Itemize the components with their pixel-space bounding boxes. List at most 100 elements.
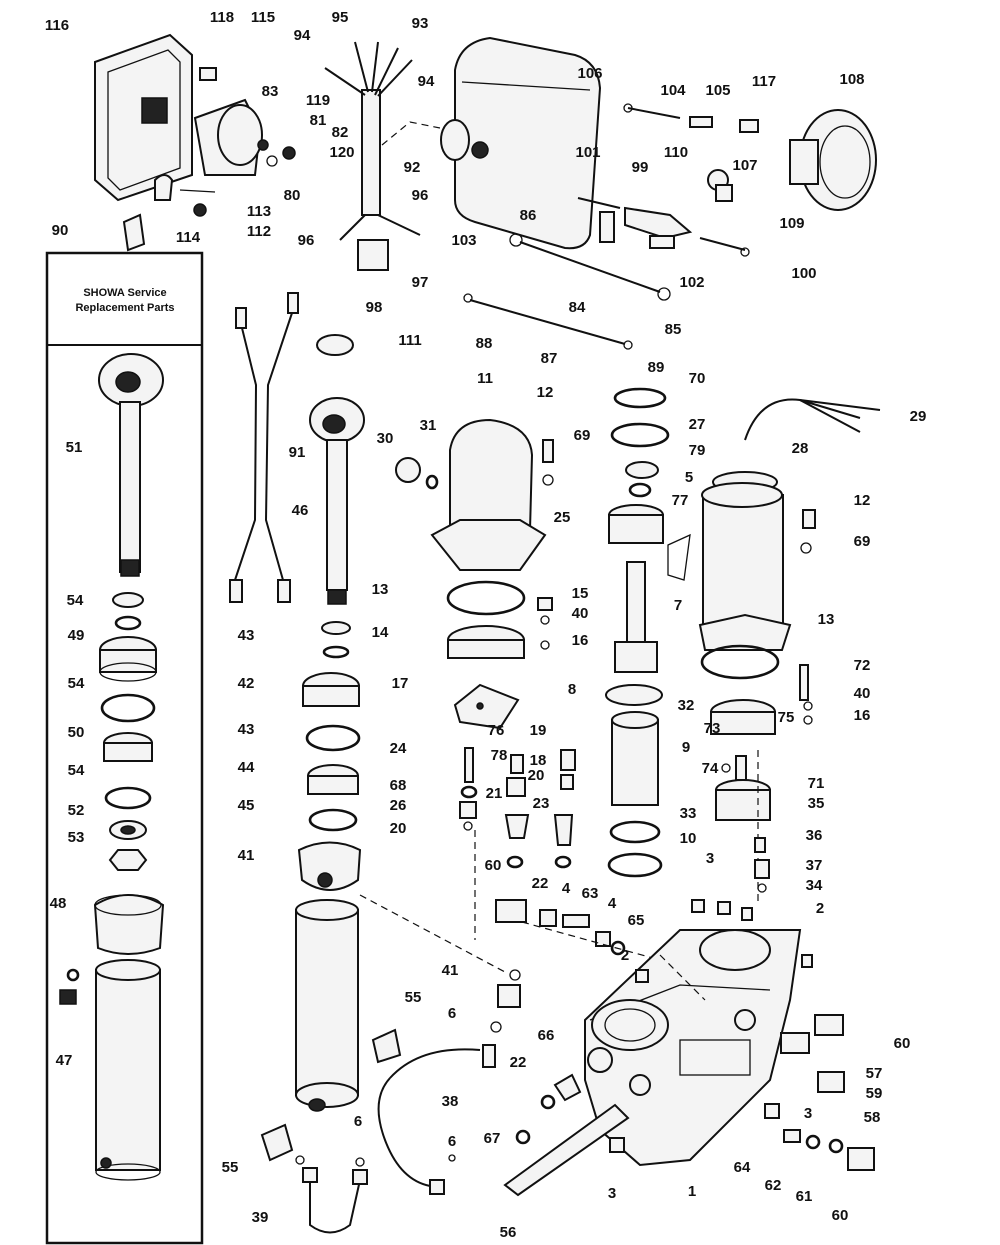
callout-47: 47 [56, 1052, 73, 1069]
callout-56: 56 [500, 1224, 517, 1241]
callout-64: 64 [734, 1159, 751, 1176]
callout-55: 55 [222, 1159, 239, 1176]
callout-7: 7 [674, 597, 682, 614]
callout-19: 19 [530, 722, 547, 739]
callout-5: 5 [685, 469, 693, 486]
cable-and-rod [229, 292, 506, 1112]
trim-cylinder-stack [605, 387, 691, 878]
callout-94: 94 [294, 27, 311, 44]
callout-60: 60 [894, 1035, 911, 1052]
callout-65: 65 [628, 912, 645, 929]
callout-38: 38 [442, 1093, 459, 1110]
callout-54: 54 [68, 762, 85, 779]
callout-102: 102 [679, 274, 704, 291]
callout-69: 69 [574, 427, 591, 444]
callout-52: 52 [68, 802, 85, 819]
callout-21: 21 [486, 785, 503, 802]
callout-25: 25 [554, 509, 571, 526]
callout-59: 59 [866, 1085, 883, 1102]
callout-31: 31 [420, 417, 437, 434]
callout-15: 15 [572, 585, 589, 602]
callout-29: 29 [910, 408, 927, 425]
callout-83: 83 [262, 83, 279, 100]
callout-109: 109 [779, 215, 804, 232]
callout-43: 43 [238, 627, 255, 644]
callout-10: 10 [680, 830, 697, 847]
callout-104: 104 [660, 82, 686, 99]
callout-105: 105 [705, 82, 730, 99]
callout-118: 118 [210, 9, 234, 26]
callout-11: 11 [477, 370, 493, 387]
callout-41: 41 [238, 847, 255, 864]
callout-69: 69 [854, 533, 871, 550]
callout-96: 96 [298, 232, 315, 249]
callout-85: 85 [665, 321, 682, 338]
callout-46: 46 [292, 502, 309, 519]
callout-2: 2 [621, 947, 629, 964]
callout-72: 72 [854, 657, 871, 674]
callout-78: 78 [491, 747, 508, 764]
callout-42: 42 [238, 675, 255, 692]
callout-96: 96 [412, 187, 429, 204]
callout-2: 2 [816, 900, 824, 917]
callout-4: 4 [608, 895, 617, 912]
callout-45: 45 [238, 797, 255, 814]
callout-28: 28 [792, 440, 809, 457]
callout-92: 92 [404, 159, 421, 176]
callout-39: 39 [252, 1209, 269, 1226]
callout-86: 86 [520, 207, 537, 224]
callout-44: 44 [238, 759, 255, 776]
callout-55: 55 [405, 989, 422, 1006]
callout-73: 73 [704, 720, 721, 737]
callout-6: 6 [448, 1005, 456, 1022]
callout-87: 87 [541, 350, 558, 367]
callout-115: 115 [251, 9, 275, 26]
lower-fittings [260, 969, 875, 1234]
callout-60: 60 [485, 857, 502, 874]
callout-111: 111 [398, 332, 421, 349]
callout-3: 3 [804, 1105, 812, 1122]
tilt-rod-eye [98, 353, 164, 577]
callout-9: 9 [682, 739, 690, 756]
callout-37: 37 [806, 857, 823, 874]
trim-gauge-parts [463, 103, 877, 350]
callout-13: 13 [818, 611, 835, 628]
callout-41: 41 [442, 962, 459, 979]
callout-91: 91 [289, 444, 306, 461]
callout-75: 75 [778, 709, 795, 726]
callout-67: 67 [484, 1130, 501, 1147]
callout-3: 3 [608, 1185, 616, 1202]
panel-title-line1: SHOWA Service [83, 287, 166, 299]
callout-49: 49 [68, 627, 85, 644]
callout-116: 116 [45, 17, 69, 34]
callout-58: 58 [864, 1109, 881, 1126]
callout-94: 94 [418, 73, 435, 90]
callout-108: 108 [839, 71, 864, 88]
callout-26: 26 [390, 797, 407, 814]
callout-50: 50 [68, 724, 85, 741]
callout-79: 79 [689, 442, 706, 459]
callout-76: 76 [488, 722, 505, 739]
callout-82: 82 [332, 124, 349, 141]
callout-93: 93 [412, 15, 429, 32]
callout-34: 34 [806, 877, 823, 894]
callout-61: 61 [796, 1188, 813, 1205]
callout-120: 120 [329, 144, 354, 161]
callout-80: 80 [284, 187, 301, 204]
callout-20: 20 [528, 767, 545, 784]
callout-99: 99 [632, 159, 649, 176]
callout-35: 35 [808, 795, 825, 812]
callout-43: 43 [238, 721, 255, 738]
callout-88: 88 [476, 335, 493, 352]
callout-22: 22 [532, 875, 549, 892]
callout-95: 95 [332, 9, 349, 26]
callout-4: 4 [562, 880, 571, 897]
callout-53: 53 [68, 829, 85, 846]
callout-36: 36 [806, 827, 823, 844]
callout-71: 71 [808, 775, 825, 792]
callout-74: 74 [702, 760, 719, 777]
callout-113: 113 [247, 203, 271, 220]
callout-98: 98 [366, 299, 383, 316]
